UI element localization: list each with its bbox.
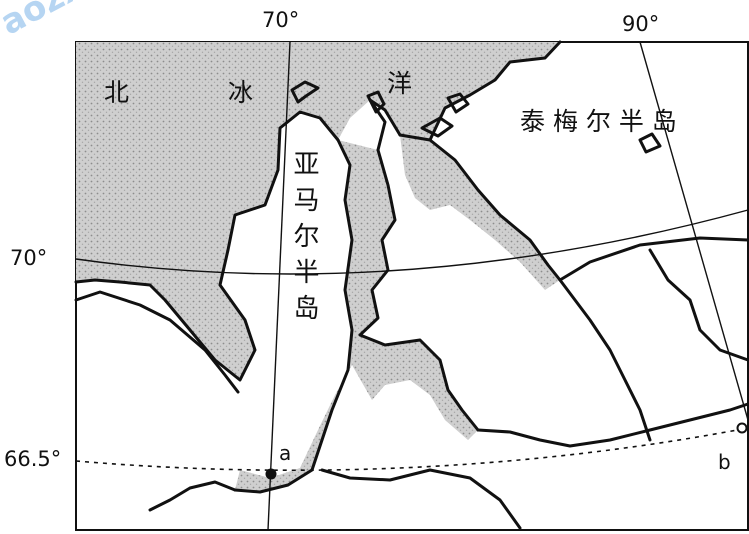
island-a-outline (290, 80, 320, 104)
taymyr-peninsula-label: 泰 梅 尔 半 岛 (520, 107, 677, 136)
meridian-90-line (639, 41, 749, 421)
point-a-label: a (279, 441, 292, 465)
parallel-70-label: 70° (10, 246, 48, 270)
meridian-70-label: 70° (262, 8, 300, 32)
island-b-outline (366, 90, 386, 114)
arctic-ocean-label-bing: 冰 (228, 78, 254, 107)
arctic-ocean-label-yang: 洋 (387, 69, 413, 98)
yenisei-river-line (558, 278, 652, 442)
ob-gulf-area (235, 140, 395, 492)
point-a-marker (265, 468, 277, 480)
arctic-ocean-area (76, 42, 560, 380)
island-d-outline (446, 92, 470, 114)
taz-gulf-area (352, 335, 478, 440)
yamal-peninsula-label: 亚马尔半岛 (289, 150, 319, 330)
parallel-70-line (75, 209, 749, 275)
parallel-66-5-label: 66.5° (4, 447, 62, 471)
river-branch-line (648, 248, 749, 362)
south-shore-coastline (74, 290, 240, 394)
yenisei-gulf-area (400, 135, 560, 290)
point-b-marker (736, 422, 748, 434)
meridian-70-line (267, 41, 291, 531)
yamal-east-coastline (233, 138, 354, 494)
arctic-ocean-label-bei: 北 (104, 78, 130, 107)
kara-sea-coastline (428, 40, 562, 142)
south-coast-east (320, 468, 522, 530)
meridian-90-label: 90° (622, 12, 660, 36)
island-e-outline (638, 132, 662, 154)
island-c-outline (420, 116, 454, 138)
yamal-coastline (74, 110, 340, 382)
gydan-west-coastline (358, 148, 480, 432)
south-bay-coastline (148, 480, 237, 512)
taz-river-line (476, 402, 749, 448)
taymyr-coastline (398, 133, 749, 282)
point-b-label: b (718, 450, 731, 474)
